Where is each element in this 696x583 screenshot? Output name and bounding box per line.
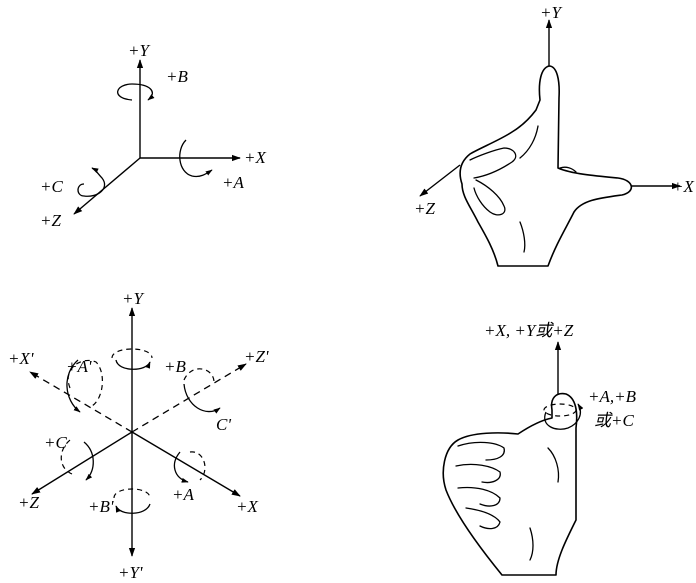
wrist-crease (529, 527, 534, 561)
rotation-a-dashed (189, 451, 206, 481)
label-plus-a: +A (222, 173, 244, 192)
x-axis (131, 431, 241, 497)
label-plus-z: +Z (414, 199, 435, 218)
label-plus-y-prime: +Y' (118, 563, 143, 582)
palm-line (519, 125, 539, 159)
label-plus-b-prime: +B' (88, 497, 114, 516)
panel-axes-3d: +Y +B +X +A +C +Z (40, 41, 266, 230)
label-rotation-c: 或+C (594, 411, 634, 430)
label-c-prime: C' (216, 415, 231, 434)
middle-finger (469, 147, 517, 179)
rotation-c-arrow (77, 167, 106, 197)
label-plus-a: +A (172, 485, 194, 504)
label-plus-c: +C (44, 433, 67, 452)
rotation-c-arrow (83, 441, 94, 481)
hand-outline-icon (459, 65, 633, 267)
rotation-b-prime-arrow (115, 503, 151, 514)
finger-2 (455, 463, 501, 484)
rotation-c-prime-arrow (183, 383, 221, 414)
label-plus-y: +Y (540, 3, 562, 22)
panel-thumb-rotation: +X, +Y或+Z +A,+B 或+C (442, 321, 637, 576)
label-axis-choice: +X, +Y或+Z (484, 321, 574, 340)
label-plus-x-prime: +X' (8, 349, 34, 368)
panel-right-hand-rule: +Y +X +Z (414, 3, 694, 267)
thumbs-up-hand-icon (442, 392, 578, 576)
label-rotation-ab: +A,+B (588, 387, 637, 406)
label-plus-a-prime: +A' (66, 357, 92, 376)
label-plus-b: +B (166, 67, 188, 86)
rotation-arrow (544, 403, 584, 430)
rotation-b-arrow (115, 359, 151, 370)
label-plus-x: +X (236, 497, 258, 516)
z-axis (419, 164, 461, 197)
rotation-b-arrow (117, 83, 155, 101)
x-prime-axis (29, 371, 133, 433)
thumb-crease (547, 447, 560, 483)
rotation-c-dashed (60, 439, 73, 475)
rotation-b-dashed (111, 348, 153, 359)
label-plus-y: +Y (122, 289, 144, 308)
z-axis (31, 431, 133, 495)
ring-finger (473, 179, 506, 216)
thumb-crease (559, 166, 577, 173)
z-prime-axis (131, 363, 247, 433)
finger-1 (457, 441, 505, 461)
rotation-dashed (543, 403, 577, 417)
finger-3 (457, 486, 501, 507)
label-plus-b: +B (164, 357, 186, 376)
rotation-a-prime-arrow (66, 359, 81, 413)
wrist-line (519, 221, 526, 253)
rotation-a-prime-dashed (67, 359, 103, 407)
label-plus-x: +X (244, 148, 266, 167)
label-plus-z-prime: +Z' (244, 347, 269, 366)
panel-primed-axes: +Y +X' +A' +B +Z' C' +C +A +Z +B' +X +Y' (8, 289, 269, 582)
label-plus-x: +X (672, 177, 694, 196)
label-plus-z: +Z (18, 493, 39, 512)
rotation-b-prime-dashed (113, 488, 151, 499)
rotation-c-prime-dashed (183, 368, 215, 383)
z-axis (73, 157, 141, 215)
label-plus-y: +Y (128, 41, 150, 60)
rotation-a-arrow (179, 139, 213, 178)
rotation-a-arrow (173, 451, 189, 483)
label-plus-z: +Z (40, 211, 61, 230)
finger-4 (465, 507, 501, 530)
label-plus-c: +C (40, 177, 63, 196)
